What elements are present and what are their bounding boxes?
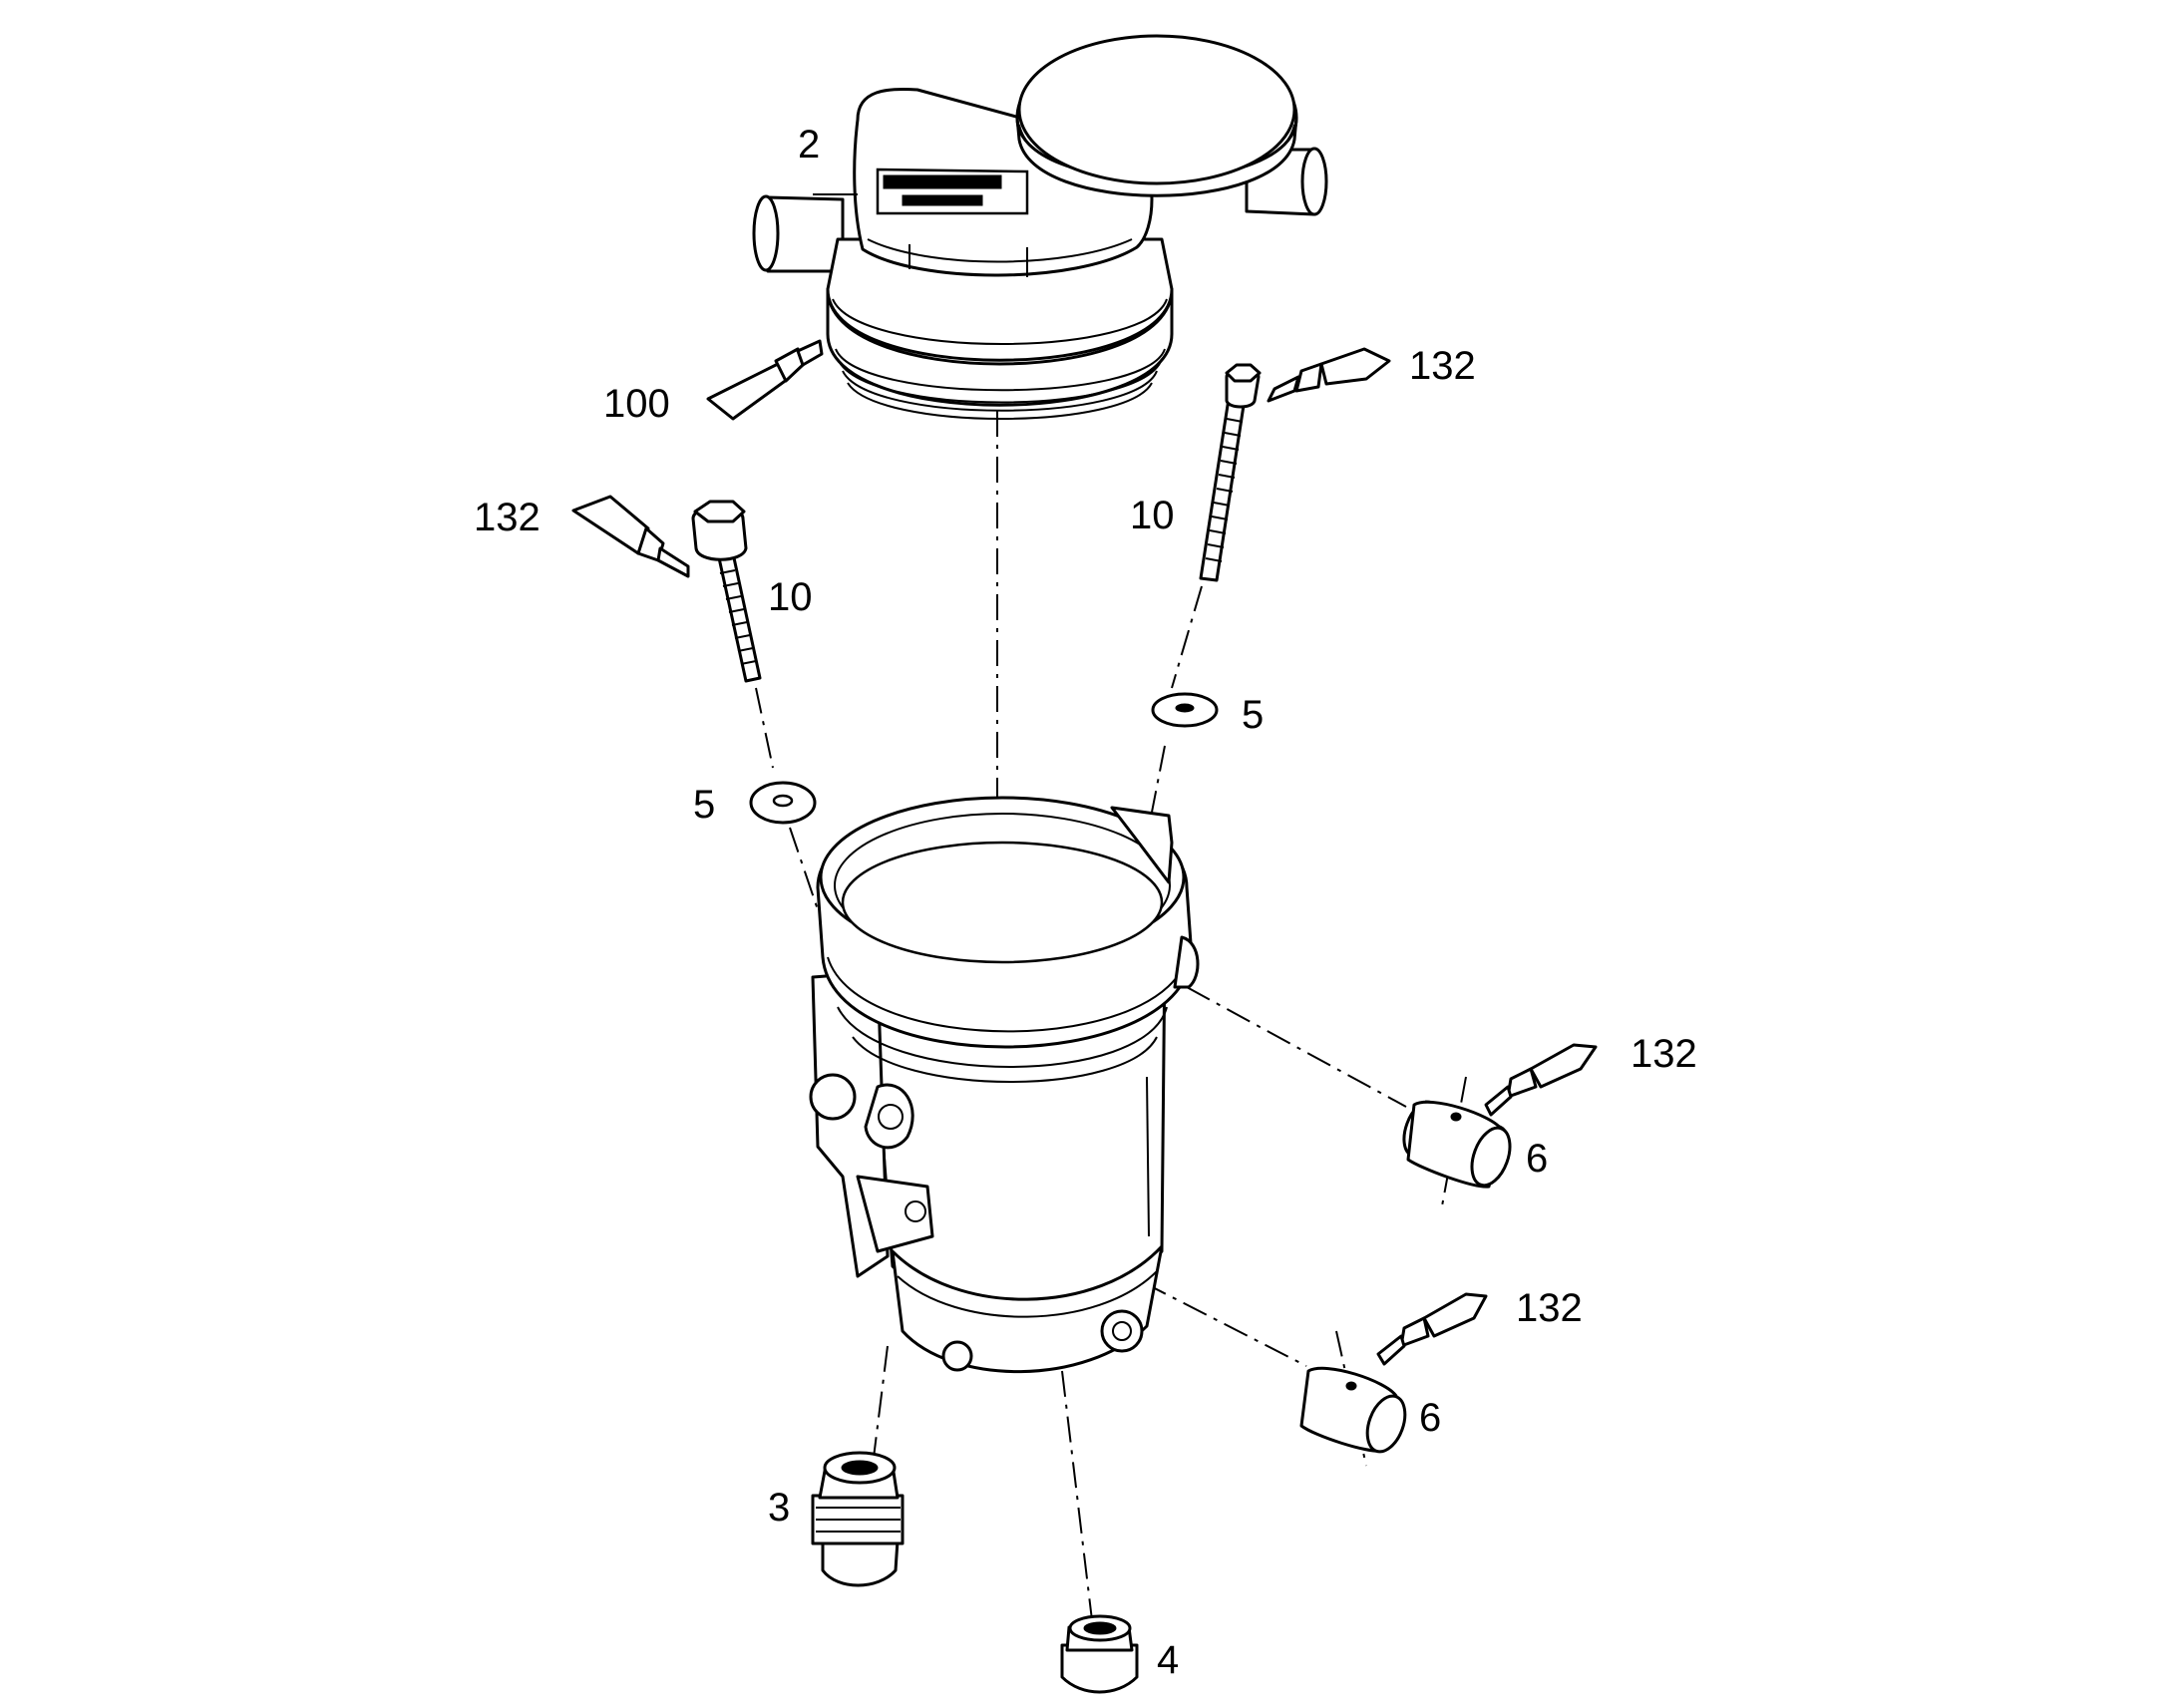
filter-bowl — [809, 796, 1200, 1374]
sealant-tube-mid-icon — [1484, 1043, 1598, 1117]
callout-10-right: 10 — [1130, 494, 1175, 537]
callout-6-lower: 6 — [1419, 1396, 1441, 1440]
callout-132-left: 132 — [474, 496, 541, 539]
callout-3: 3 — [768, 1486, 790, 1530]
plug-icon — [1060, 1614, 1139, 1694]
callout-4: 4 — [1157, 1638, 1179, 1682]
pin-upper-icon — [1402, 1100, 1512, 1189]
fitting-icon — [811, 1451, 905, 1587]
callout-132-low: 132 — [1516, 1286, 1583, 1330]
sealant-tube-left-icon — [571, 495, 690, 578]
bolt-left-icon — [691, 500, 762, 683]
callout-5-left: 5 — [693, 783, 715, 827]
callout-100: 100 — [603, 382, 670, 426]
callout-10-left: 10 — [768, 575, 813, 619]
sealant-tube-top-icon — [1267, 347, 1391, 403]
washer-left-icon — [749, 781, 817, 825]
callout-labels: 2 100 132 132 10 10 5 5 132 6 132 6 3 4 — [474, 123, 1697, 1682]
sealant-tube-100-icon — [706, 339, 824, 421]
callout-5-right: 5 — [1242, 693, 1264, 737]
filter-head — [752, 34, 1328, 420]
callout-6-upper: 6 — [1526, 1137, 1548, 1181]
pin-lower-icon — [1299, 1366, 1407, 1454]
callout-132-top: 132 — [1409, 344, 1476, 388]
callout-2: 2 — [798, 123, 820, 167]
bolt-right-icon — [1199, 363, 1262, 582]
washer-right-icon — [1151, 692, 1219, 728]
sealant-tube-low-icon — [1376, 1292, 1488, 1366]
callout-132-mid: 132 — [1631, 1032, 1697, 1076]
